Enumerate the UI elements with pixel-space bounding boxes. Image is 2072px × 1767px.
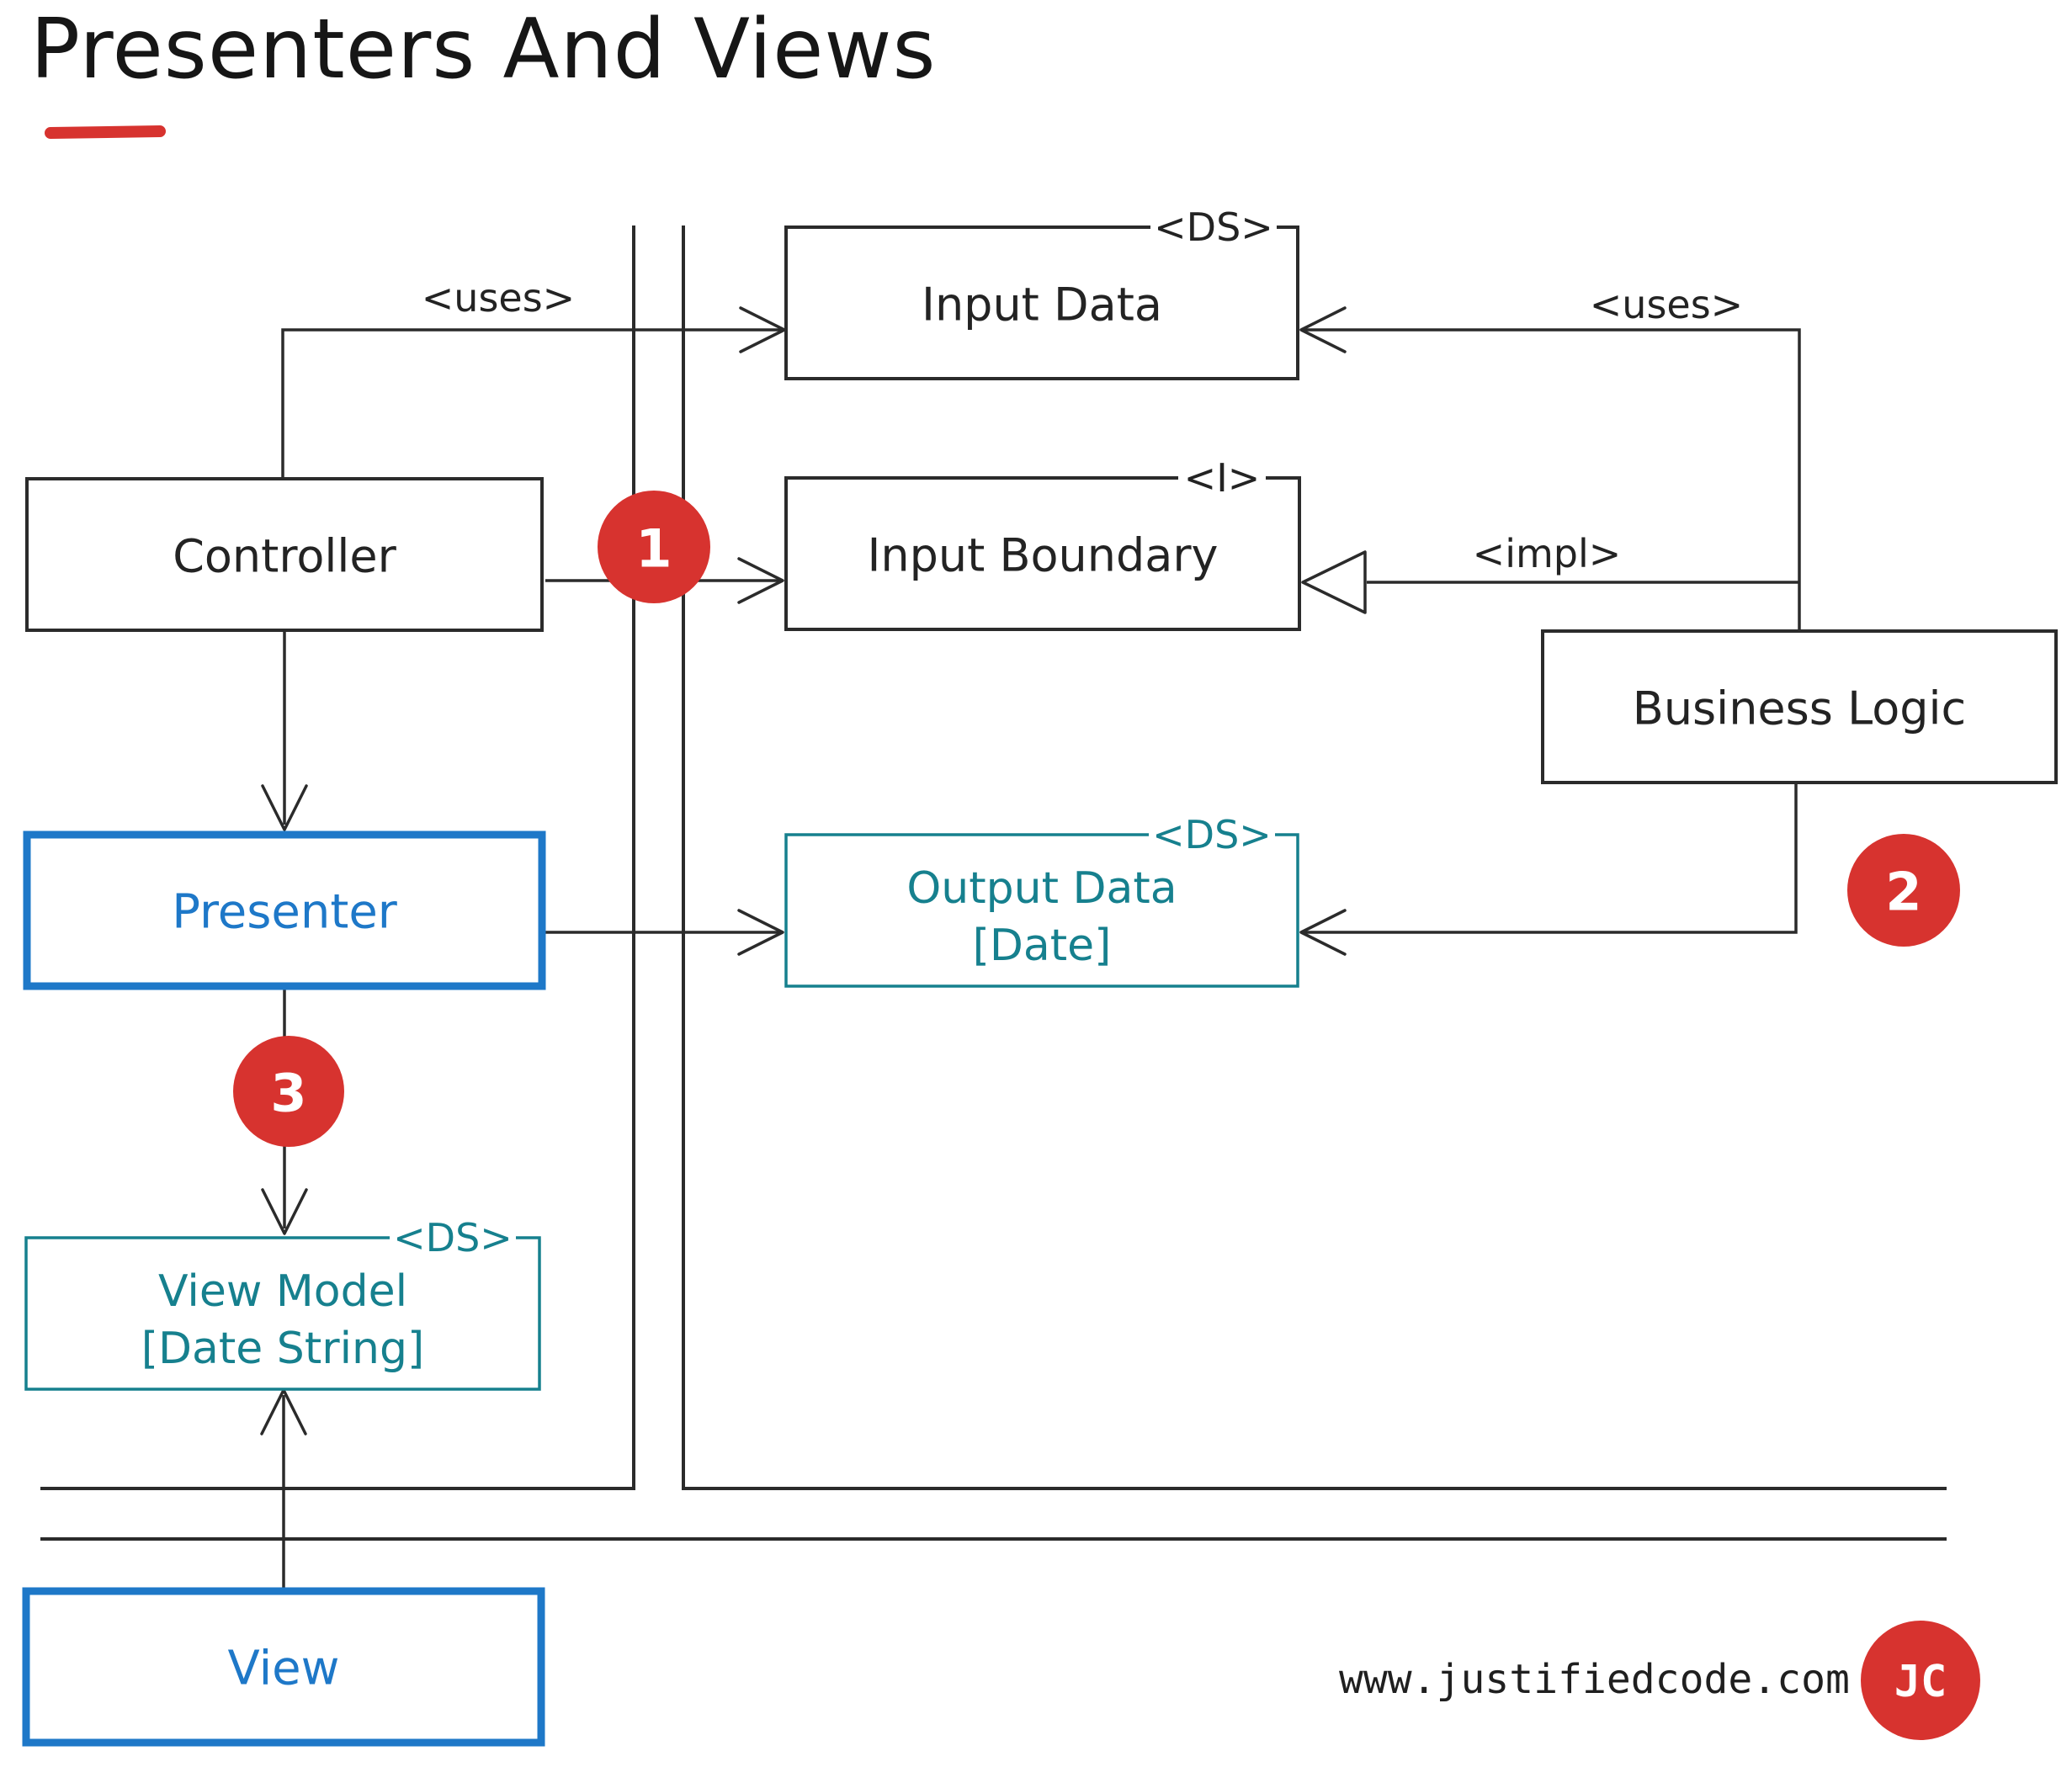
step-1-number: 1 [635,518,672,580]
view-model-label-line1: View Model [158,1266,407,1317]
red-circle-icon [1847,834,1960,947]
step-badge-2: 2 [1847,834,1960,947]
step-badge-1: 1 [598,491,710,603]
impl-label: <impl> [1473,531,1622,576]
red-circle-icon [233,1036,344,1147]
node-business-logic: Business Logic [1541,629,2058,784]
edge-view-viewmodel [260,1388,307,1591]
edge-businesslogic-uses-inputdata [1299,306,1801,631]
page-title: Presenters And Views [30,2,937,98]
input-boundary-label: Input Boundary [867,529,1218,582]
node-presenter: Presenter [23,830,546,990]
edge-presenter-outputdata [545,909,784,956]
boundary-line-right [682,226,1947,1490]
website-url: www.justifiedcode.com [1339,1656,1850,1703]
logo-circle-icon [1861,1621,1980,1740]
output-data-stereotype: <DS> [1152,812,1272,857]
uses-label-left: <uses> [422,275,575,321]
boundary-line-left [40,226,635,1490]
edge-controller-presenter [261,630,308,831]
node-output-data: <DS> Output Data [Date] [784,812,1299,988]
output-data-label-line1: Output Data [906,863,1177,914]
arrow-left-icon [1299,909,1347,956]
jc-logo: JC [1861,1621,1980,1740]
node-input-boundary: <I> Input Boundary [784,455,1301,631]
node-controller: Controller [25,477,544,632]
red-circle-icon [598,491,710,603]
output-data-label-line2: [Date] [973,921,1112,971]
step-3-number: 3 [270,1063,306,1124]
arrow-down-icon [261,784,308,831]
hollow-triangle-arrow-icon [1301,550,1367,614]
logo-initials: JC [1894,1657,1947,1707]
edge-controller-uses-inputdata [281,306,786,479]
node-input-data: <DS> Input Data [784,204,1299,380]
presenter-label: Presenter [172,885,398,940]
node-view: View [22,1587,545,1747]
arrow-right-icon [737,557,784,604]
arrow-left-icon [1299,306,1347,353]
input-data-label: Input Data [922,279,1162,332]
view-model-label-line2: [Date String] [141,1324,425,1374]
input-data-stereotype: <DS> [1154,204,1273,250]
input-boundary-stereotype: <I> [1184,455,1261,501]
node-view-model: <DS> View Model [Date String] [24,1215,541,1391]
view-label: View [228,1642,340,1696]
business-logic-label: Business Logic [1633,682,1966,735]
arrow-right-icon [737,909,784,956]
title-underline [45,125,166,139]
step-2-number: 2 [1885,862,1921,923]
arrow-down-icon [261,1188,308,1235]
edge-businesslogic-outputdata [1299,783,1798,956]
controller-label: Controller [173,530,396,583]
uses-label-right: <uses> [1590,282,1743,327]
step-badge-3: 3 [233,1036,344,1147]
view-model-stereotype: <DS> [393,1215,513,1260]
edge-businesslogic-impl-inputboundary [1301,550,1799,614]
